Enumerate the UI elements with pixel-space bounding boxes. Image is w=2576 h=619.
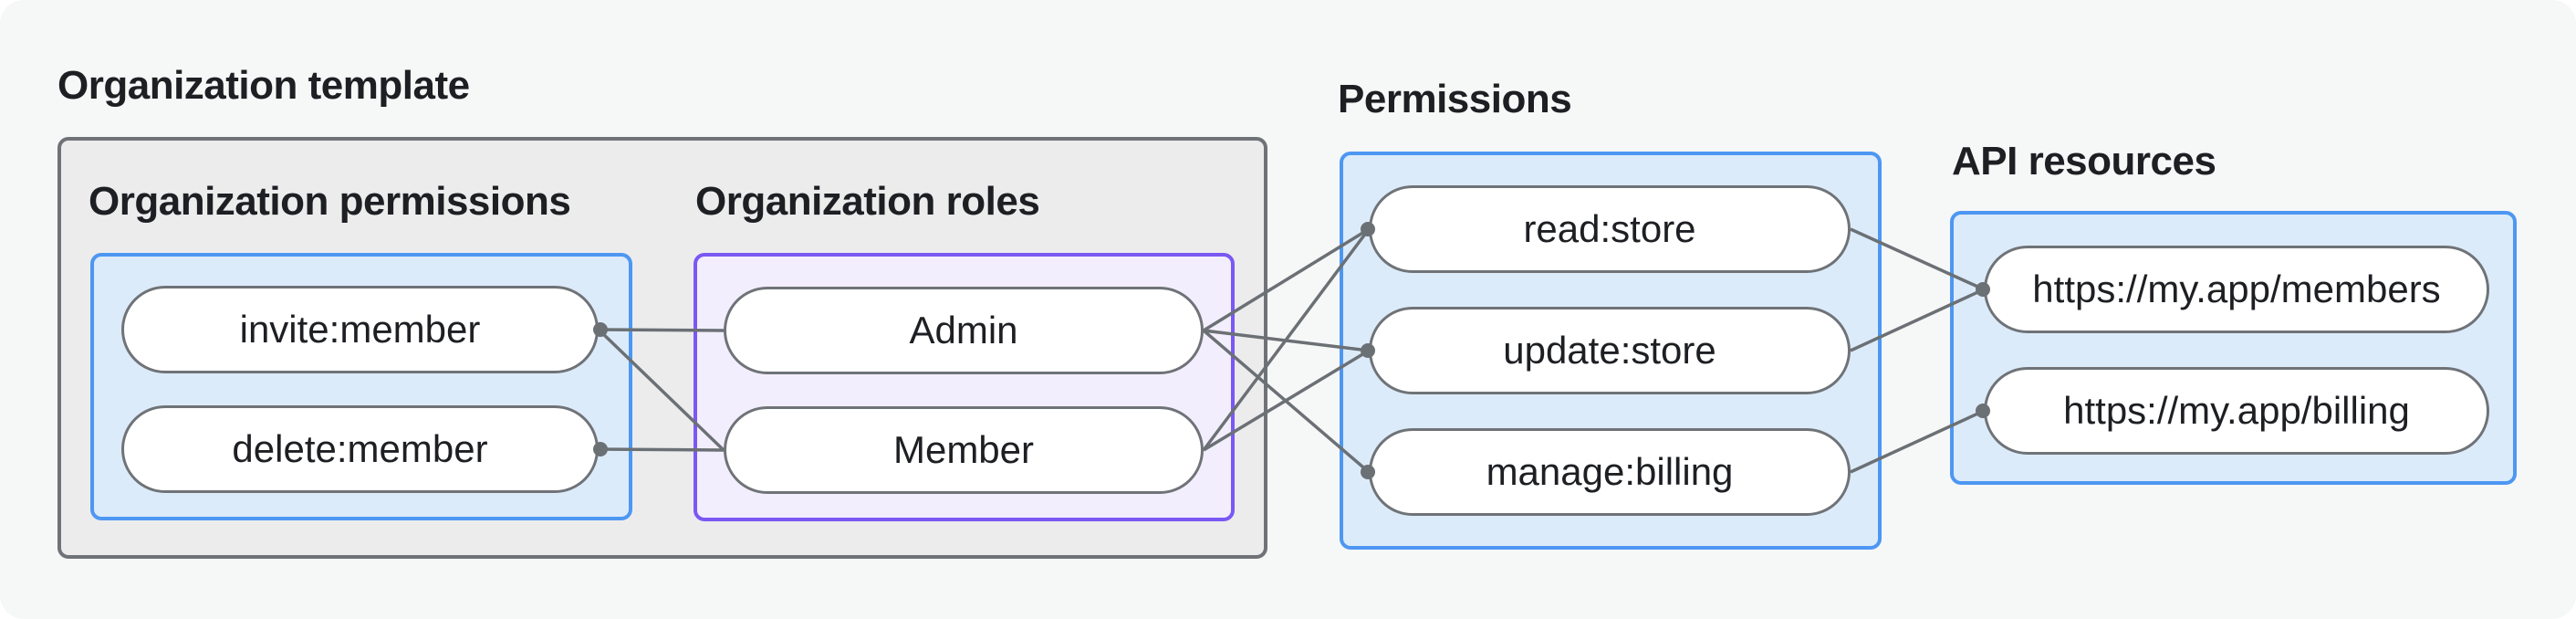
organization-template-label: Organization template (57, 63, 470, 108)
node-pill-admin: Admin (724, 287, 1204, 374)
node-pill-manage: manage:billing (1369, 428, 1851, 516)
node-pill-billing-api: https://my.app/billing (1984, 367, 2489, 455)
node-pill-members-api: https://my.app/members (1984, 246, 2489, 333)
node-pill-read: read:store (1369, 185, 1851, 273)
api-resources-label: API resources (1952, 139, 2216, 184)
node-pill-invite: invite:member (121, 286, 599, 373)
node-pill-delete: delete:member (121, 405, 599, 493)
node-pill-update: update:store (1369, 307, 1851, 394)
node-pill-member: Member (724, 406, 1204, 494)
organization-permissions-label: Organization permissions (89, 179, 571, 224)
organization-roles-label: Organization roles (695, 179, 1040, 224)
permissions-label: Permissions (1338, 77, 1572, 121)
